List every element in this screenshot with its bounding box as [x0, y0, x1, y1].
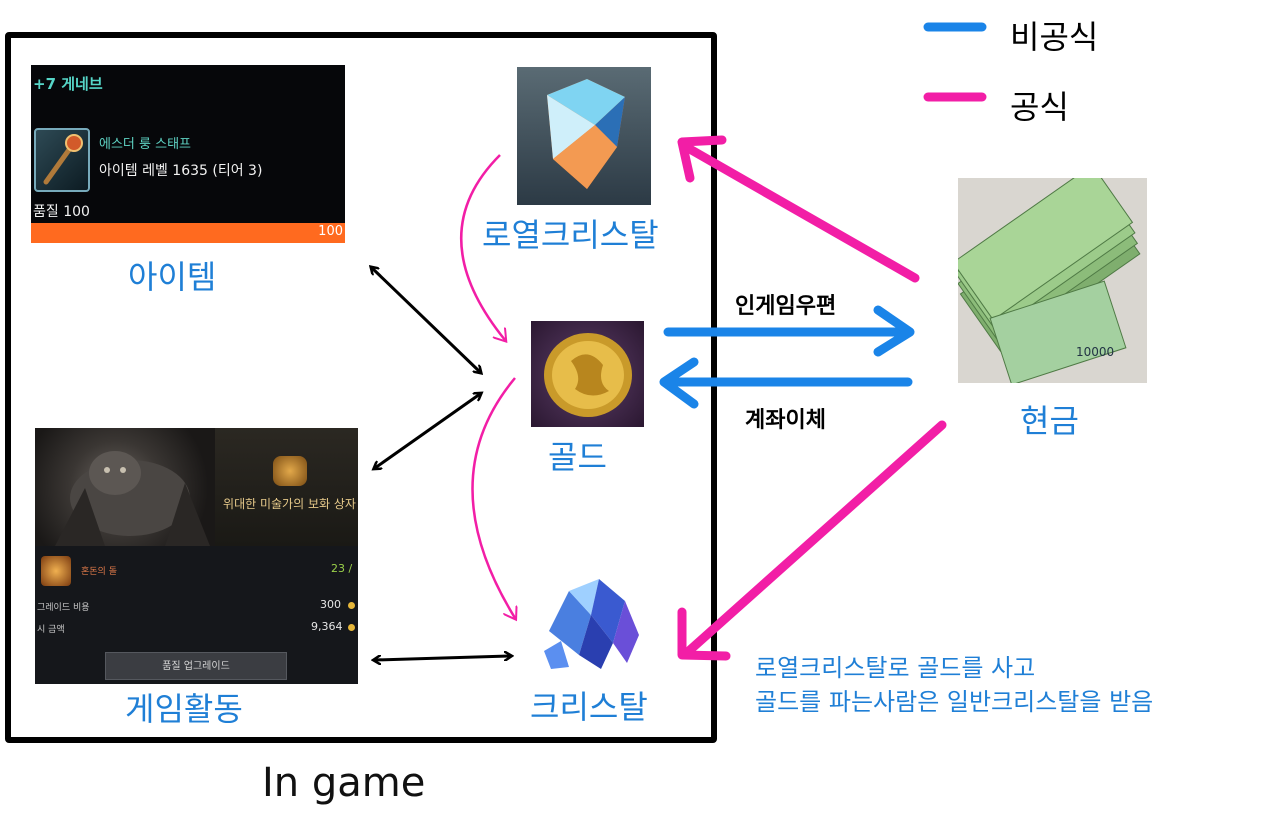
game-activity-image: 위대한 미술가의 보화 상자 혼돈의 돌 23 / 그레이드 비용 300 시 … — [35, 428, 358, 684]
arrow-item-gold — [372, 268, 480, 372]
node-item-label: 아이템 — [128, 258, 217, 296]
arrow-head-crystal — [677, 607, 731, 661]
cost-label: 그레이드 비용 — [37, 603, 90, 613]
arrow-cash-to-royal-crystal — [683, 143, 920, 283]
arrow-game-crystal — [375, 656, 510, 660]
edge-label-in-game-mail: 인게임우편 — [735, 294, 837, 319]
arrow-head-gold — [659, 357, 699, 409]
banknotes-icon: 10000 — [958, 178, 1141, 383]
item-tooltip-image: +7 게네브 에스더 룽 스태프 아이템 레벨 1635 (티어 3) 품질 1… — [31, 65, 345, 243]
legend-swatches — [923, 22, 987, 102]
in-game-frame — [5, 32, 717, 743]
item-name: 에스더 룽 스태프 — [99, 137, 191, 152]
chest-name: 위대한 미술가의 보화 상자 — [223, 497, 356, 511]
royal-crystal-icon — [547, 79, 625, 189]
node-crystal-label: 크리스탈 — [530, 688, 648, 726]
cash-image: 10000 — [958, 178, 1147, 383]
hold-label: 시 금액 — [37, 625, 65, 635]
edge-label-bank-transfer: 계좌이체 — [745, 408, 826, 433]
arrow-gold-to-crystal — [471, 377, 516, 618]
item-level: 아이템 레벨 1635 (티어 3) — [99, 163, 263, 179]
arrow-royal-crystal-to-gold — [460, 154, 505, 340]
quality-upgrade-button[interactable]: 품질 업그레이드 — [105, 652, 287, 680]
gold-coin-icon — [348, 624, 355, 631]
arrow-game-gold — [375, 394, 480, 468]
crystal-icon — [544, 579, 639, 669]
note-line-2: 골드를 파는사람은 일반크리스탈을 받음 — [755, 688, 1154, 716]
bill-value-text: 10000 — [1076, 345, 1114, 359]
monster-art — [35, 428, 215, 546]
cost-value: 300 — [320, 598, 341, 611]
item-quality-label: 품질 100 — [33, 204, 90, 220]
reward-panel — [215, 428, 358, 546]
quality-bar-fill — [31, 223, 345, 243]
node-cash-label: 현금 — [1020, 402, 1079, 440]
chaos-stone-icon — [41, 556, 71, 586]
arrow-head-cash — [873, 305, 915, 357]
legend-unofficial-label: 비공식 — [1010, 18, 1099, 56]
node-game-activity-label: 게임활동 — [125, 690, 243, 728]
arrow-cash-to-crystal — [685, 420, 947, 655]
item-title: +7 게네브 — [33, 75, 103, 93]
quality-bar-value: 100 — [318, 224, 343, 239]
legend-official-label: 공식 — [1010, 88, 1069, 126]
gold-image — [531, 321, 644, 427]
material-name: 혼돈의 돌 — [81, 567, 117, 577]
node-gold-label: 골드 — [548, 438, 607, 476]
treasure-chest-icon — [273, 456, 307, 486]
gold-coin-icon — [348, 602, 355, 609]
staff-icon — [34, 128, 90, 192]
in-game-caption: In game — [262, 760, 426, 806]
royal-crystal-image — [517, 67, 651, 205]
hold-value: 9,364 — [311, 620, 343, 633]
gold-coin-icon — [544, 333, 632, 417]
material-count: 23 / — [331, 562, 353, 575]
note-line-1: 로열크리스탈로 골드를 사고 — [755, 654, 1036, 682]
node-royal-crystal-label: 로열크리스탈 — [482, 216, 659, 254]
arrow-head-royal — [677, 135, 727, 183]
crystal-image — [539, 571, 643, 675]
